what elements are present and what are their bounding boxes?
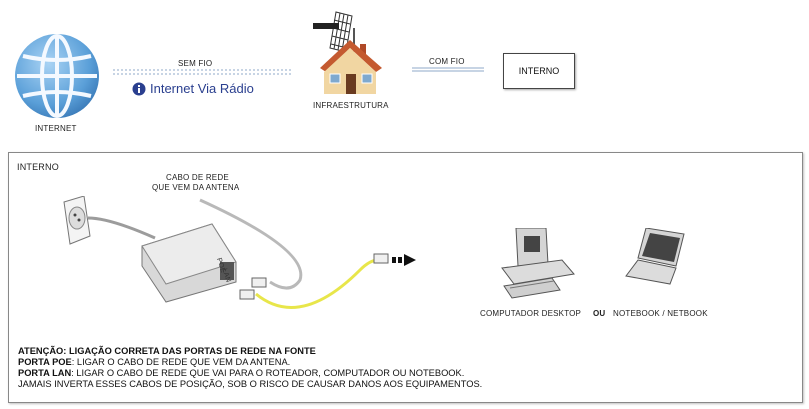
wireless-link-line	[113, 69, 293, 75]
infraestrutura-label: INFRAESTRUTURA	[313, 101, 389, 110]
ou-label: OU	[593, 309, 606, 318]
cable-label-line2: QUE VEM DA ANTENA	[152, 183, 240, 192]
house-antenna-icon	[313, 11, 382, 94]
notebook-label: NOTEBOOK / NETBOOK	[613, 309, 708, 318]
wired-link-line	[412, 67, 484, 72]
cable-label-line1: CABO DE REDE	[166, 173, 229, 182]
instructions: ATENÇÃO: LIGAÇÃO CORRETA DAS PORTAS DE R…	[18, 346, 482, 390]
desktop-computer-icon	[501, 228, 575, 299]
com-fio-label: COM FIO	[429, 57, 465, 66]
notebook-icon	[625, 228, 685, 285]
interno-box: INTERNO	[503, 53, 575, 89]
panel-title: INTERNO	[17, 162, 59, 172]
sem-fio-label: SEM FIO	[178, 59, 213, 68]
poe-wiring	[87, 198, 416, 309]
internet-label: INTERNET	[35, 124, 77, 133]
brand-info-icon	[132, 82, 146, 95]
warning-line: ATENÇÃO: LIGAÇÃO CORRETA DAS PORTAS DE R…	[18, 346, 316, 356]
interno-box-label: INTERNO	[518, 66, 560, 76]
globe-icon	[15, 34, 99, 118]
final-warning: JAMAIS INVERTA ESSES CABOS DE POSIÇÃO, S…	[18, 379, 483, 389]
poe-instruction: PORTA POE: LIGAR O CABO DE REDE QUE VEM …	[18, 357, 291, 367]
brand-text: Internet Via Rádio	[150, 81, 254, 96]
desktop-label: COMPUTADOR DESKTOP	[480, 309, 582, 318]
brand-logo: Internet Via Rádio	[132, 81, 254, 96]
wall-outlet-icon	[63, 196, 91, 245]
lan-instruction: PORTA LAN: LIGAR O CABO DE REDE QUE VAI …	[18, 368, 465, 378]
